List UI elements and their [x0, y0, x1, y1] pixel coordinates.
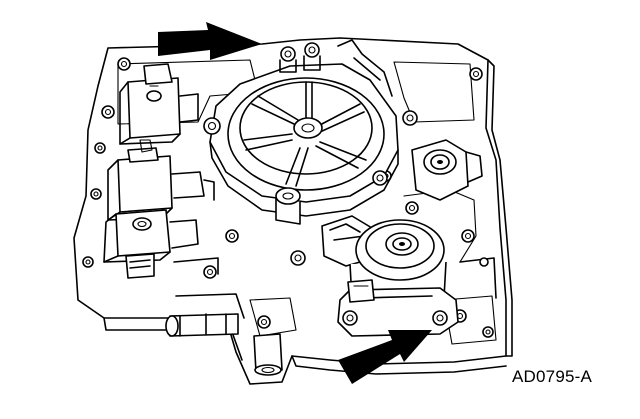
solenoid-lower [103, 209, 219, 279]
accumulator-cover [203, 39, 418, 225]
filter-tube [165, 313, 239, 337]
solenoid-upper [119, 63, 199, 145]
indicator-arrow-bottom [338, 330, 432, 384]
epc-solenoid [321, 215, 459, 337]
solenoid-middle [107, 139, 215, 221]
cover-spokes [243, 81, 367, 187]
indicator-arrow-top [158, 22, 262, 60]
speed-sensor-small [411, 139, 483, 201]
figure-code-label: AD0795-A [512, 367, 593, 386]
lower-left-port [253, 333, 283, 376]
